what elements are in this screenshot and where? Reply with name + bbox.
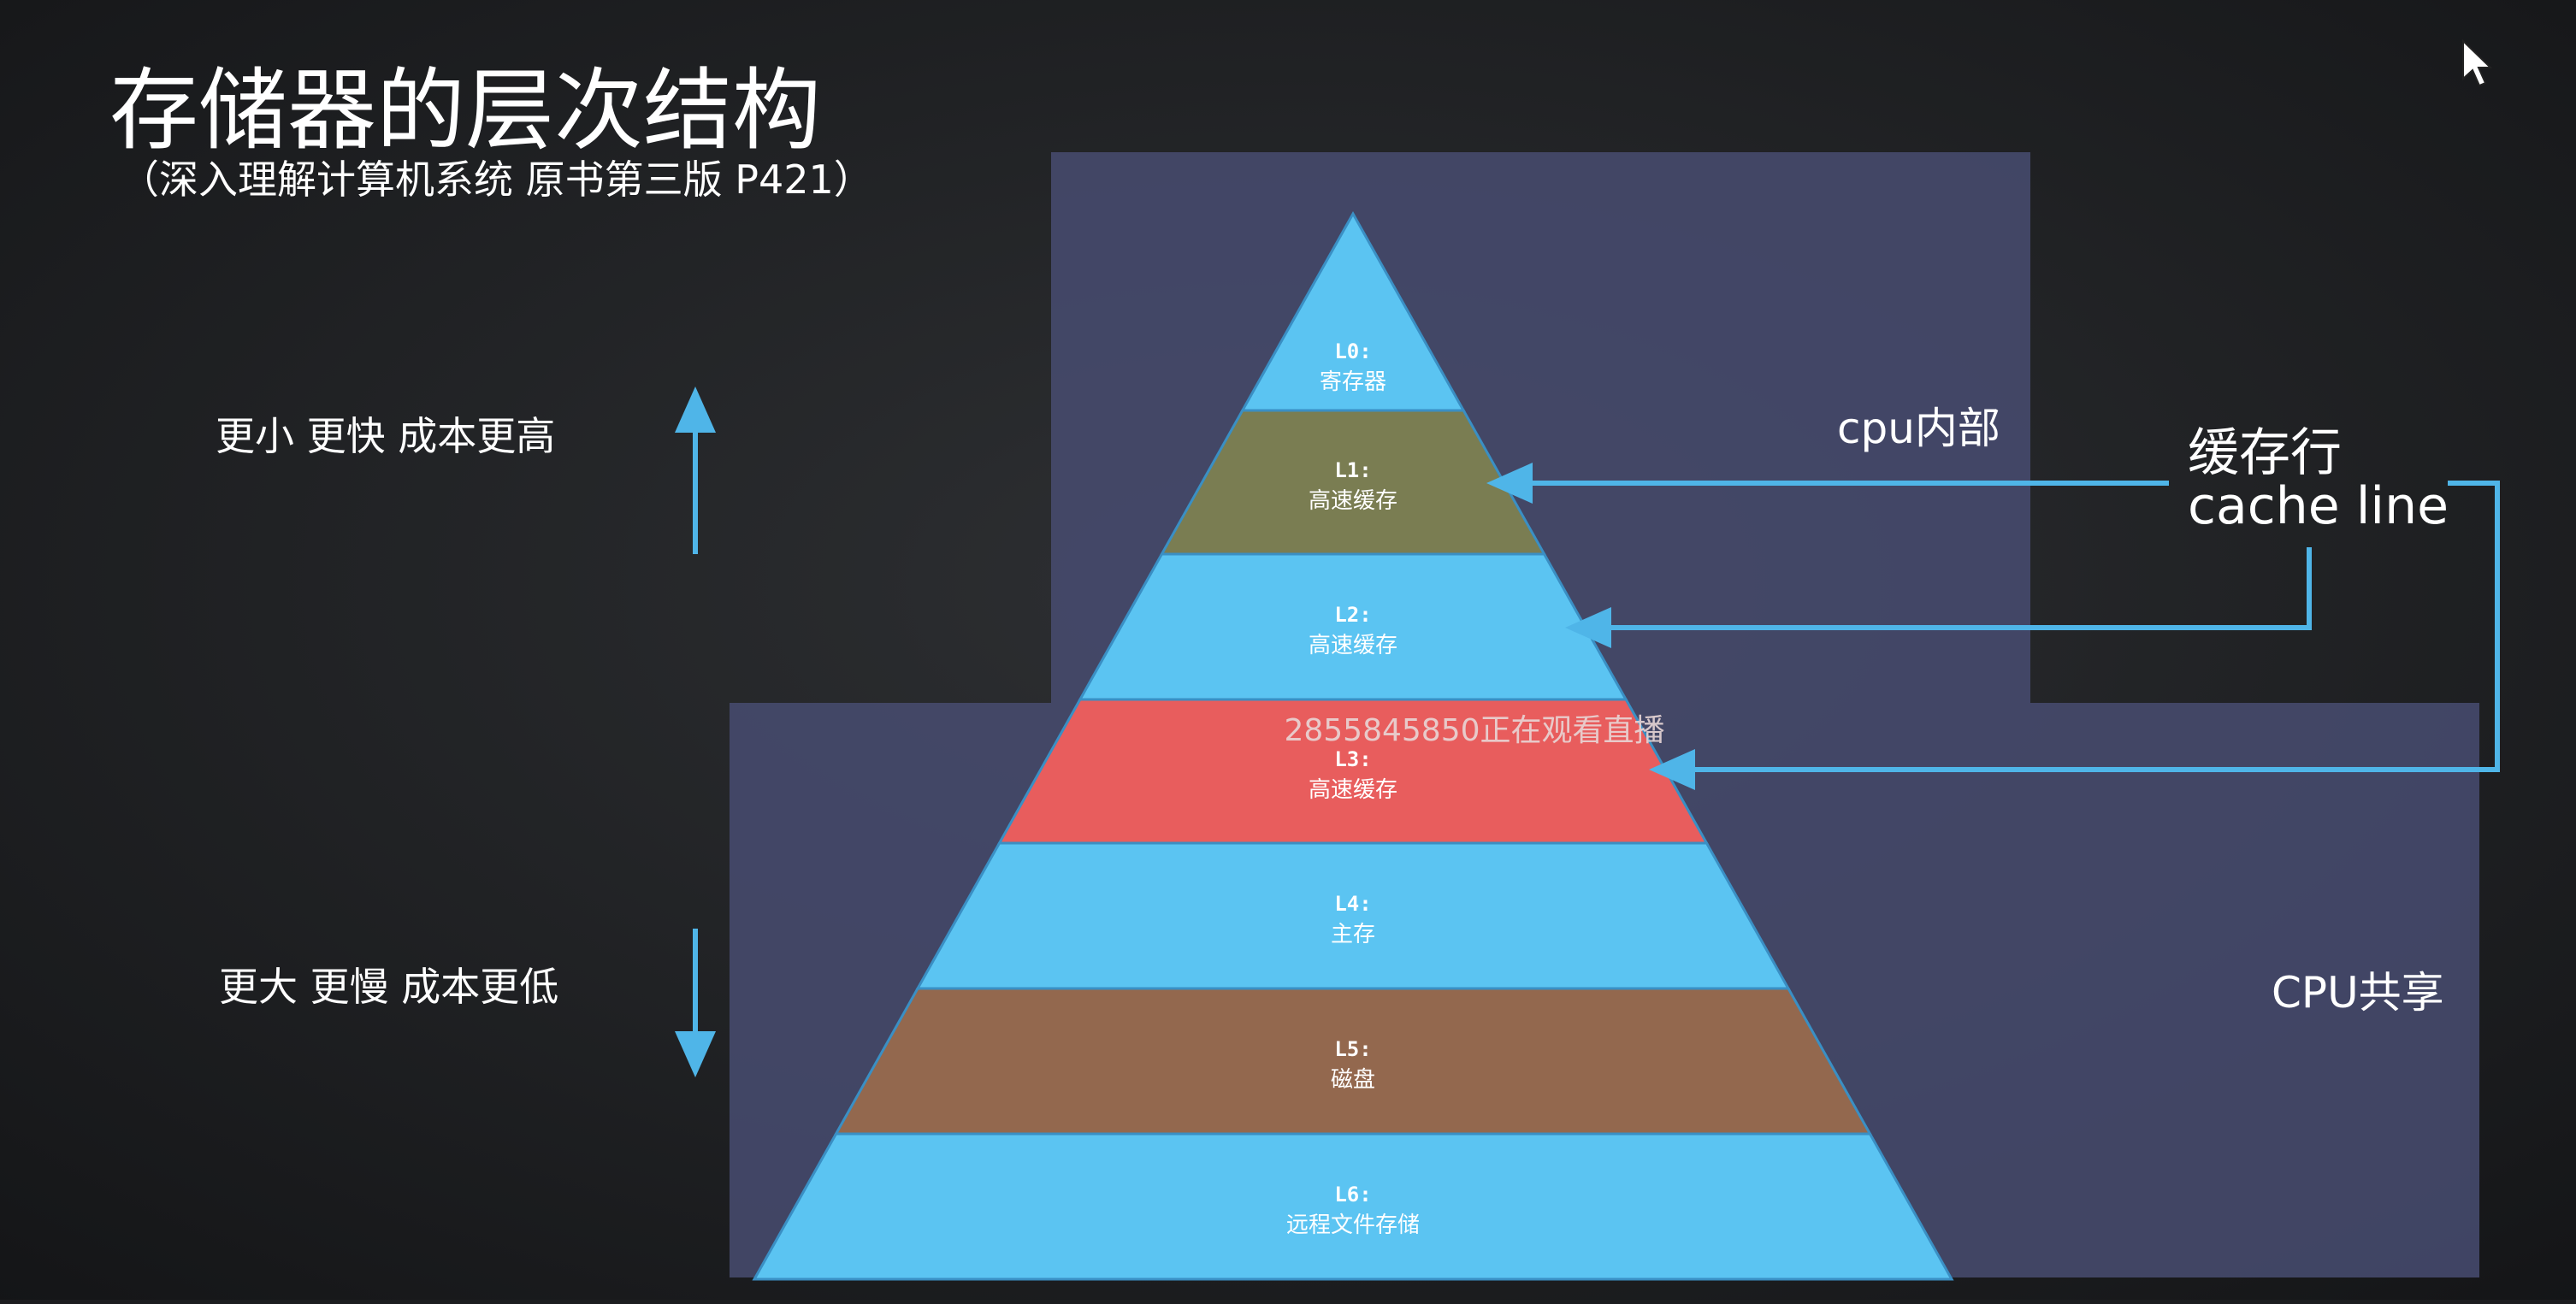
pyramid-level-2 [1078,552,1628,701]
bottom-label: 更大 更慢 成本更低 [219,964,558,1010]
level-code-5: L5: [1334,1037,1371,1061]
mouse-cursor-icon [2462,38,2493,87]
level-name-3: 高速缓存 [1309,777,1397,803]
pyramid-level-5 [833,987,1873,1136]
level-code-4: L4: [1334,892,1371,916]
cpu-internal-label: cpu内部 [1837,404,2000,453]
level-name-5: 磁盘 [1331,1067,1375,1093]
level-code-0: L0: [1334,339,1371,363]
pyramid-level-6 [752,1132,1954,1281]
level-code-3: L3: [1334,747,1371,771]
level-name-2: 高速缓存 [1309,633,1397,658]
page-subtitle: （深入理解计算机系统 原书第三版 P421） [120,156,873,203]
level-name-6: 远程文件存储 [1286,1213,1420,1238]
page-title: 存储器的层次结构 [109,58,821,162]
level-name-1: 高速缓存 [1309,488,1397,514]
top-label: 更小 更快 成本更高 [216,413,555,459]
pyramid: L0: 寄存器 L1: 高速缓存 L2: 高速缓存 L3: 高速缓存 L4: 主存 L5: 磁盘 L6:… [752,210,1954,1281]
cache-line-label-cn: 缓存行 [2188,423,2342,483]
level-name-0: 寄存器 [1320,369,1386,395]
cache-line-arrow-l2 [1565,547,2312,648]
level-name-4: 主存 [1331,922,1375,947]
level-code-6: L6: [1334,1183,1371,1207]
live-watermark: 2855845850正在观看直播 [1284,713,1664,748]
cache-line-label-en: cache line [2188,476,2449,536]
level-code-2: L2: [1334,603,1371,627]
pyramid-level-4 [915,841,1791,990]
cache-line-arrow-l3 [1649,481,2500,790]
cpu-shared-label: CPU共享 [2272,968,2444,1018]
level-code-1: L1: [1334,458,1371,482]
